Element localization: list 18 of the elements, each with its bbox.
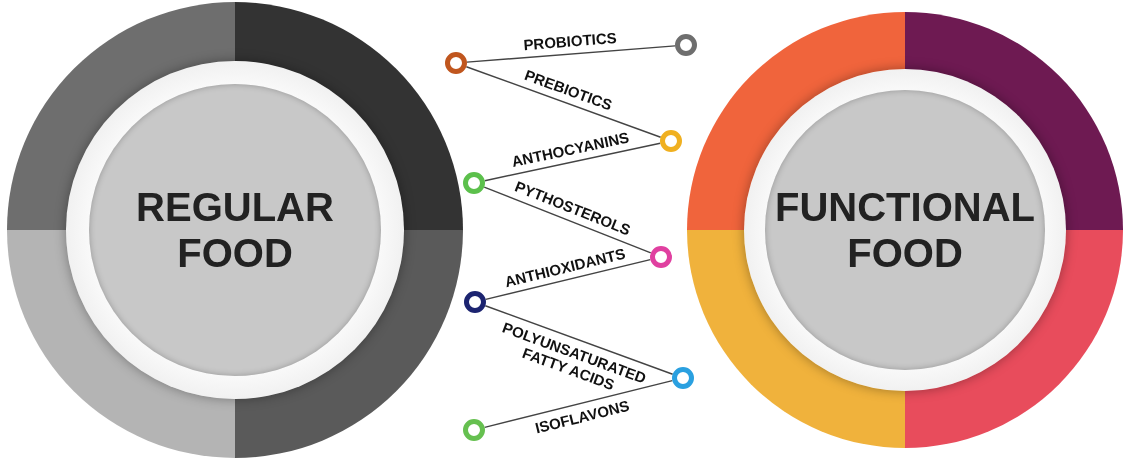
ring-marker	[672, 367, 694, 389]
ring-marker	[675, 34, 697, 56]
connector-line	[483, 379, 674, 429]
edge-label: PROBIOTICS	[522, 28, 618, 54]
ring-marker	[463, 172, 485, 194]
connector-line	[465, 66, 662, 138]
connector-line	[466, 45, 676, 63]
connector-line	[484, 142, 661, 182]
connector-line	[483, 186, 652, 254]
connector-line	[484, 305, 674, 375]
food-label: FUNCTIONAL FOOD	[775, 184, 1035, 276]
ring-marker	[464, 291, 486, 313]
connector-line	[485, 258, 651, 301]
ring-marker	[650, 246, 672, 268]
ring-marker	[660, 130, 682, 152]
ring-marker	[445, 52, 467, 74]
ring-marker	[463, 419, 485, 441]
food-label: REGULAR FOOD	[135, 184, 335, 276]
